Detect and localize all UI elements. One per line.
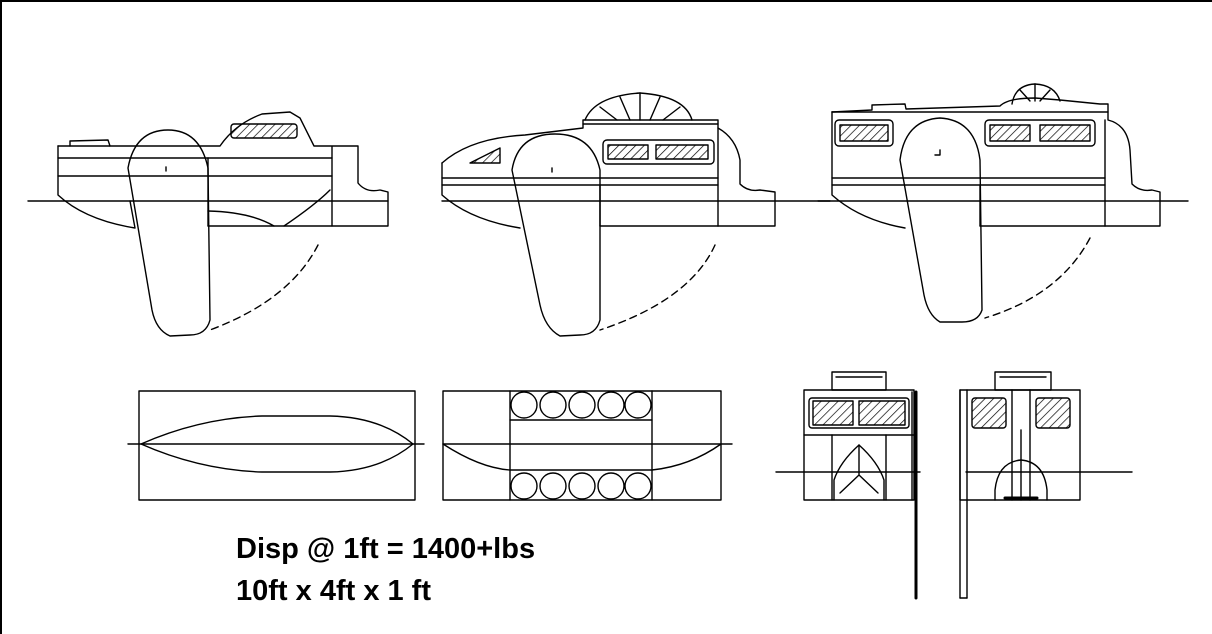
hull-profile-1 [57,145,136,229]
leeboard-swing-arc-3 [984,237,1091,319]
flotation-cells-bottom [510,472,652,500]
plan-view-2 [442,390,733,501]
leeboard-swing-arc-2 [599,244,716,331]
bow-window-3 [834,119,894,147]
hull-profile-2 [441,162,521,229]
plan-view-1 [127,390,425,501]
cabin-window-3 [984,119,1096,147]
leeboard-swing-arc-1 [209,244,319,331]
leeboard-2 [511,133,601,337]
leeboard-3 [899,117,983,323]
leeboard-1 [127,129,211,337]
hull-profile-3 [831,111,906,229]
side-view-3 [817,83,1189,323]
dimensions-caption: 10ft x 4ft x 1 ft [236,575,431,607]
displacement-caption: Disp @ 1ft = 1400+lbs [236,533,536,565]
cabin-window-2 [602,139,715,165]
side-view-1 [27,111,389,337]
cabin-window-1 [230,123,298,139]
flotation-cells-top [510,391,652,419]
end-view-bow [775,371,921,600]
side-view-2 [441,92,831,337]
bow-window-2 [469,147,501,164]
end-view-stern [959,371,1133,599]
